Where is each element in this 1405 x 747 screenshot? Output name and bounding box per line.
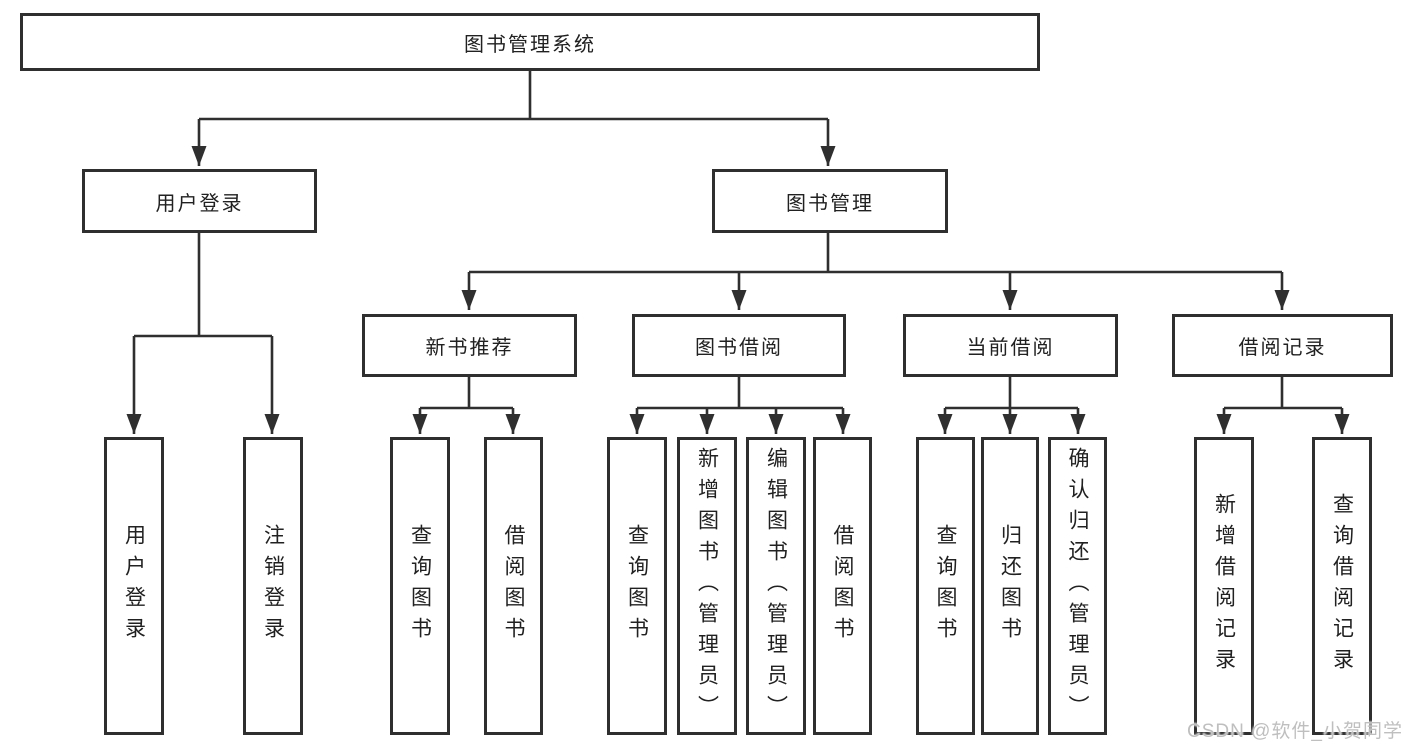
leaf-bb-add-books: 新增图书（管理员） bbox=[677, 437, 737, 735]
node-book-mgmt-group: 图书管理 bbox=[712, 169, 948, 233]
leaf-rec-query-books-label: 查询图书 bbox=[408, 524, 432, 648]
leaf-br-query-record: 查询借阅记录 bbox=[1312, 437, 1372, 735]
leaf-br-add-record: 新增借阅记录 bbox=[1194, 437, 1254, 735]
node-book-mgmt-group-label: 图书管理 bbox=[786, 192, 874, 215]
node-new-book-rec-label: 新书推荐 bbox=[425, 337, 514, 359]
node-borrow-records: 借阅记录 bbox=[1172, 314, 1393, 377]
leaf-rec-query-books: 查询图书 bbox=[390, 437, 450, 735]
node-root: 图书管理系统 bbox=[20, 13, 1040, 71]
leaf-user-login-label: 用户登录 bbox=[122, 524, 146, 648]
leaf-bb-query-books: 查询图书 bbox=[607, 437, 667, 735]
node-root-label: 图书管理系统 bbox=[464, 33, 596, 56]
leaf-logout: 注销登录 bbox=[243, 437, 303, 735]
leaf-br-query-record-label: 查询借阅记录 bbox=[1330, 493, 1354, 679]
node-new-book-rec: 新书推荐 bbox=[362, 314, 577, 377]
leaf-cb-confirm-return-label: 确认归还（管理员） bbox=[1066, 446, 1089, 726]
leaf-bb-edit-books-label: 编辑图书（管理员） bbox=[764, 446, 788, 726]
node-user-login-group: 用户登录 bbox=[82, 169, 317, 233]
leaf-rec-borrow-books-label: 借阅图书 bbox=[502, 524, 525, 648]
leaf-cb-return-books: 归还图书 bbox=[981, 437, 1039, 735]
node-book-borrow-label: 图书借阅 bbox=[695, 337, 783, 359]
node-borrow-records-label: 借阅记录 bbox=[1238, 337, 1327, 359]
leaf-cb-return-books-label: 归还图书 bbox=[998, 524, 1022, 648]
leaf-br-add-record-label: 新增借阅记录 bbox=[1212, 493, 1236, 679]
leaf-bb-borrow-books-label: 借阅图书 bbox=[831, 524, 854, 648]
node-current-borrow-label: 当前借阅 bbox=[966, 337, 1055, 359]
leaf-cb-query-books: 查询图书 bbox=[916, 437, 975, 735]
leaf-bb-edit-books: 编辑图书（管理员） bbox=[746, 437, 806, 735]
leaf-cb-confirm-return: 确认归还（管理员） bbox=[1048, 437, 1107, 735]
leaf-bb-query-books-label: 查询图书 bbox=[625, 524, 649, 648]
node-book-borrow: 图书借阅 bbox=[632, 314, 846, 377]
csdn-watermark: CSDN @软件_小贺同学 bbox=[1187, 721, 1403, 742]
node-current-borrow: 当前借阅 bbox=[903, 314, 1118, 377]
leaf-bb-add-books-label: 新增图书（管理员） bbox=[695, 446, 719, 726]
leaf-user-login: 用户登录 bbox=[104, 437, 164, 735]
leaf-rec-borrow-books: 借阅图书 bbox=[484, 437, 543, 735]
leaf-logout-label: 注销登录 bbox=[261, 524, 285, 648]
leaf-cb-query-books-label: 查询图书 bbox=[934, 524, 957, 648]
node-user-login-group-label: 用户登录 bbox=[155, 192, 244, 215]
leaf-bb-borrow-books: 借阅图书 bbox=[813, 437, 872, 735]
